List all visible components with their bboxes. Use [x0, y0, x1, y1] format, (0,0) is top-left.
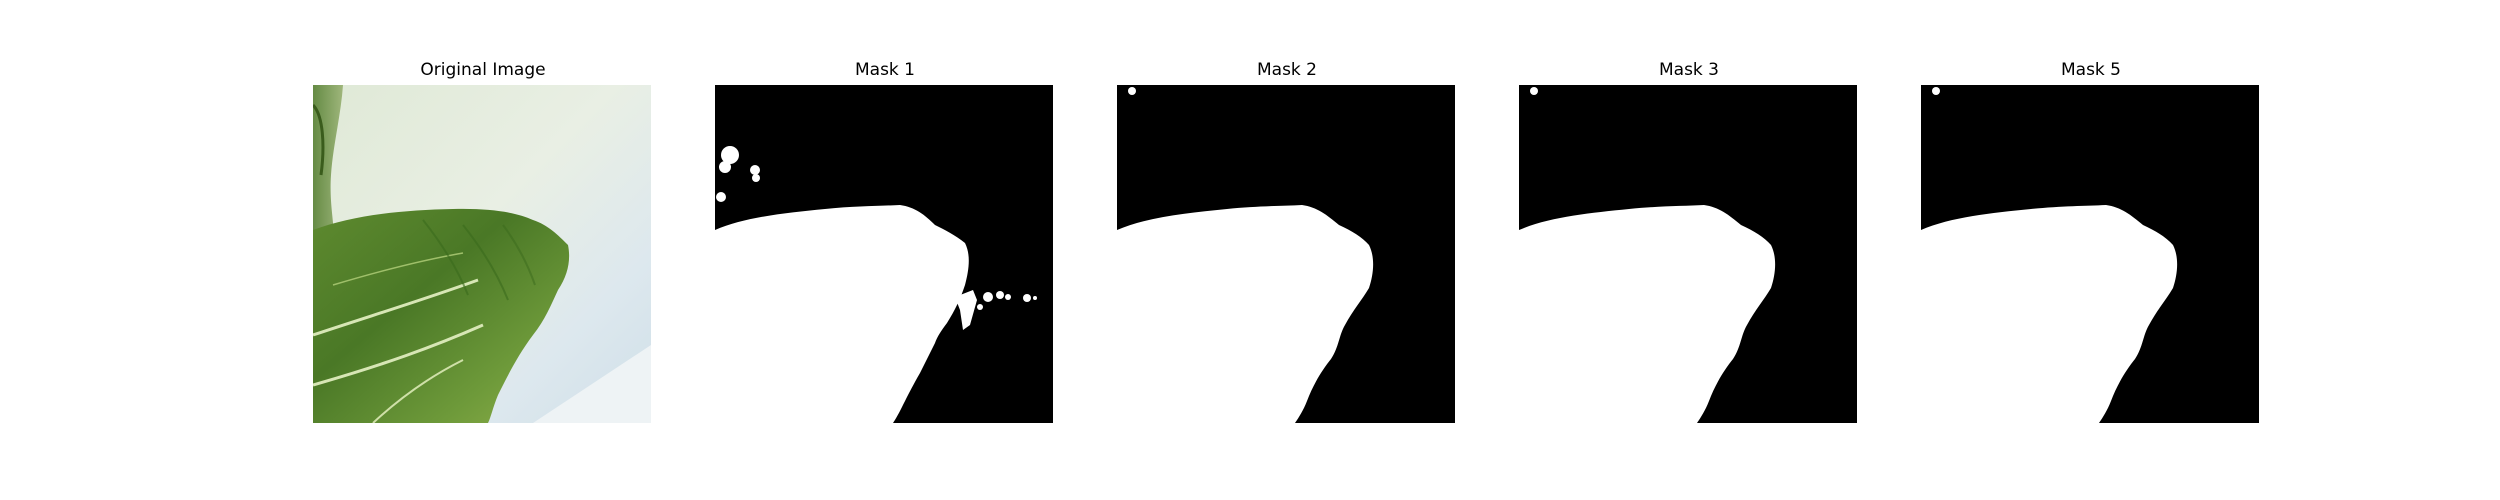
mask-image: [715, 85, 1053, 423]
panel-title: Mask 3: [1658, 60, 1719, 80]
panel-title: Original Image: [420, 60, 546, 80]
panel-title: Mask 1: [854, 60, 915, 80]
original-image: [313, 85, 651, 423]
panel-title: Mask 2: [1256, 60, 1317, 80]
mask-image: [1921, 85, 2259, 423]
mask-image: [1117, 85, 1455, 423]
mask-image: [1519, 85, 1857, 423]
panel-title: Mask 5: [2060, 60, 2121, 80]
